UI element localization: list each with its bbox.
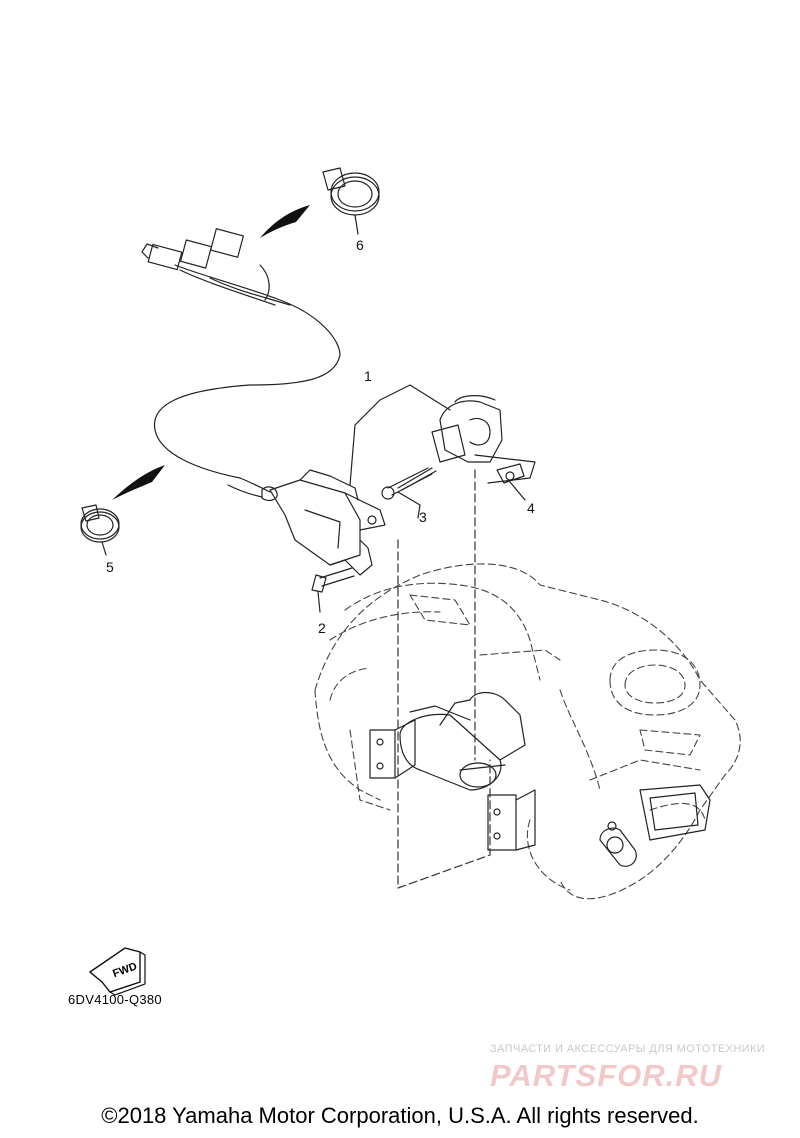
leader-4 — [509, 481, 526, 501]
leader-1 — [349, 384, 451, 486]
watermark-tagline: ЗАПЧАСТИ И АКСЕССУАРЫ ДЛЯ МОТОТЕХНИКИ — [490, 1043, 766, 1055]
screw-3 — [381, 467, 437, 519]
callout-part-1: 1 — [364, 368, 372, 384]
tilt-shaft — [369, 691, 711, 867]
diagram-code: 6DV4100-Q380 — [68, 992, 162, 1007]
callout-part-2: 2 — [318, 620, 326, 636]
assembly-arrow-icon — [260, 205, 310, 238]
callout-part-3: 3 — [419, 509, 427, 525]
callout-part-5: 5 — [106, 559, 114, 575]
assembly-arrow-icon — [112, 465, 165, 500]
trim-sensor-head — [431, 395, 536, 484]
forward-direction-icon — [88, 947, 146, 996]
trim-sensor-body — [261, 469, 386, 576]
clamp-5 — [80, 504, 120, 556]
engine-bracket-outline — [314, 563, 741, 900]
bolt-2 — [311, 567, 355, 613]
callout-part-4: 4 — [527, 500, 535, 516]
wire-harness — [141, 228, 341, 498]
mounting-guide-line — [397, 539, 491, 889]
callout-part-6: 6 — [356, 237, 364, 253]
watermark-logo: PARTSFOR.RU — [490, 1058, 723, 1093]
clamp-6 — [322, 167, 380, 235]
copyright-notice: ©2018 Yamaha Motor Corporation, U.S.A. A… — [101, 1103, 699, 1128]
